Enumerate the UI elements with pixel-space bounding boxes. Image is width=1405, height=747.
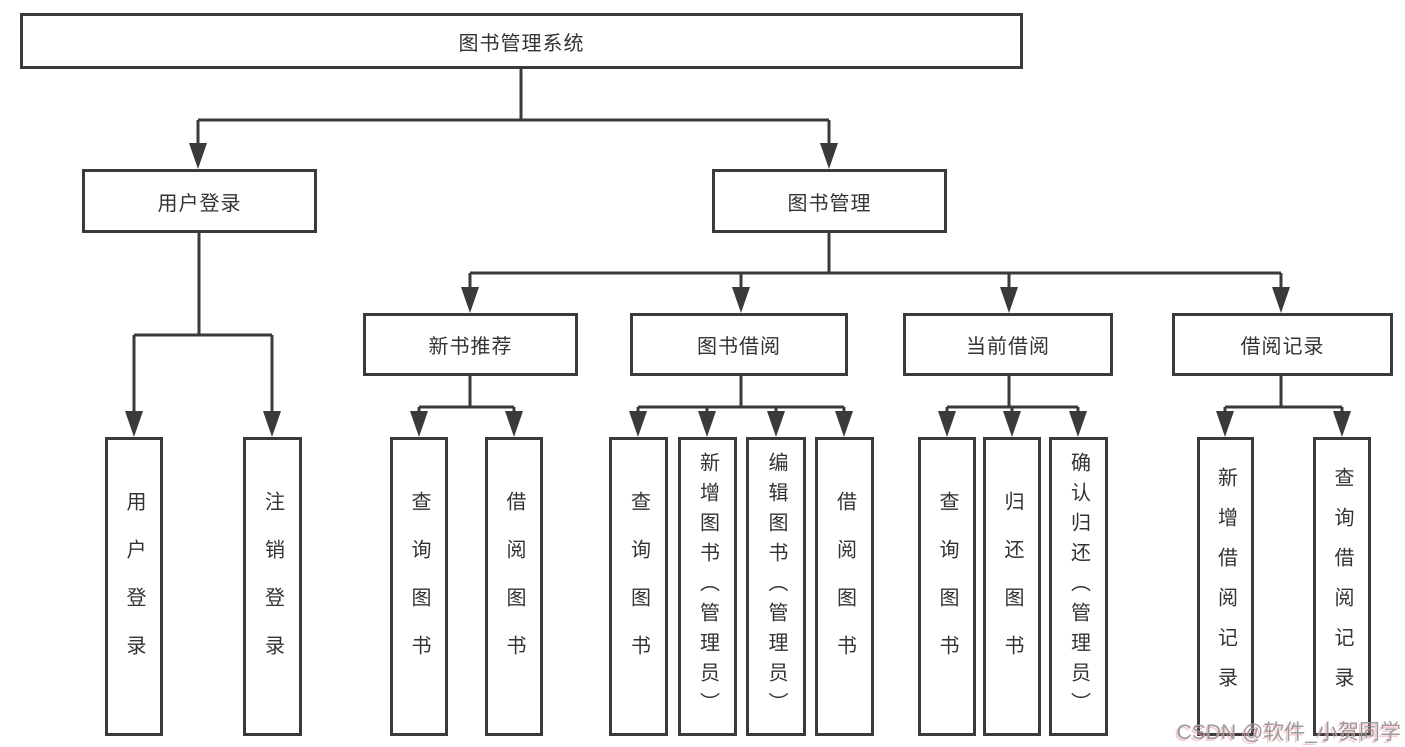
leaf-recommend-query-book: 查询图书: [390, 437, 448, 736]
leaf-edit-book-admin: 编辑图书（管理员）: [746, 437, 806, 736]
node-book-borrow: 图书借阅: [630, 313, 848, 376]
leaf-borrow-query-book: 查询图书: [609, 437, 668, 736]
node-current-borrow: 当前借阅: [903, 313, 1113, 376]
leaf-recommend-borrow-book: 借阅图书: [485, 437, 543, 736]
leaf-confirm-return-admin: 确认归还（管理员）: [1049, 437, 1108, 736]
leaf-add-borrow-record: 新增借阅记录: [1197, 437, 1254, 736]
leaf-query-borrow-record: 查询借阅记录: [1313, 437, 1371, 736]
leaf-return-book: 归还图书: [983, 437, 1041, 736]
leaf-logout: 注销登录: [243, 437, 302, 736]
node-borrow-records: 借阅记录: [1172, 313, 1393, 376]
leaf-user-login: 用户登录: [105, 437, 163, 736]
node-library-system: 图书管理系统: [20, 13, 1023, 69]
csdn-watermark: CSDN @软件_小贺同学: [1176, 721, 1401, 744]
leaf-current-query-book: 查询图书: [918, 437, 976, 736]
leaf-borrow-book: 借阅图书: [815, 437, 874, 736]
arrowheads: [125, 143, 1351, 437]
node-new-book-recommend: 新书推荐: [363, 313, 578, 376]
node-book-management: 图书管理: [712, 169, 947, 233]
leaf-add-book-admin: 新增图书（管理员）: [678, 437, 737, 736]
node-user-login: 用户登录: [82, 169, 317, 233]
